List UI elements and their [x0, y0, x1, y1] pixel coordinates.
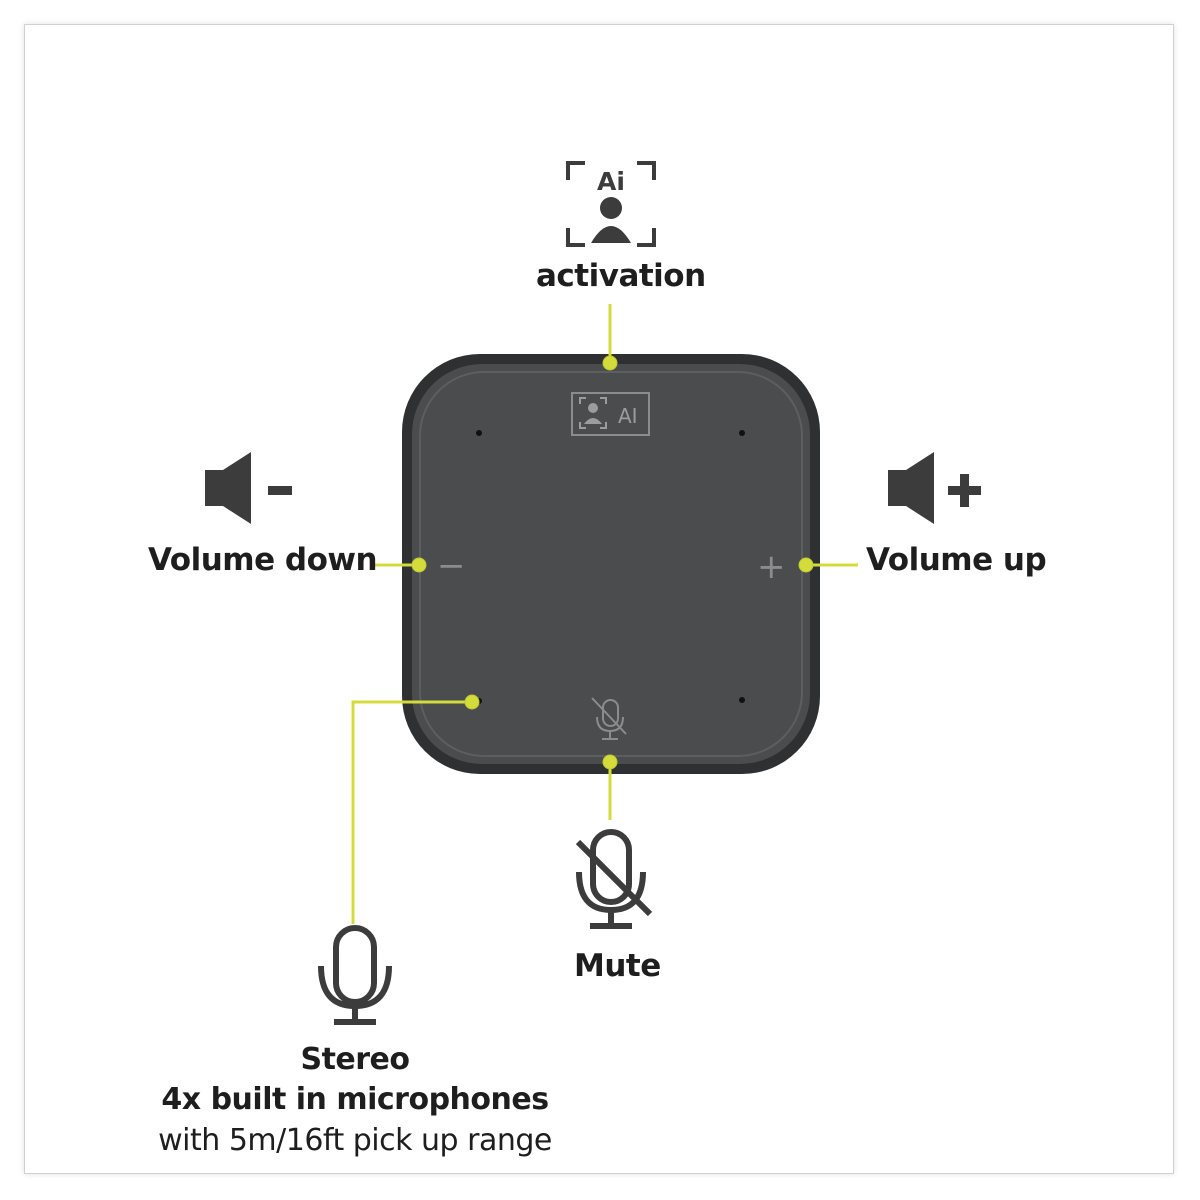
device-face — [412, 364, 810, 764]
mic-hole — [739, 697, 745, 703]
device-ai-button[interactable]: AI — [571, 392, 650, 436]
mic-hole — [476, 430, 482, 436]
microphones-label-line1: Stereo — [300, 1042, 410, 1077]
volume-down-label: Volume down — [148, 542, 378, 578]
device-volume-down-button[interactable]: − — [437, 546, 466, 586]
ai-icon-text: Ai — [597, 167, 625, 196]
mute-icon — [575, 829, 653, 929]
speakerphone-device: AI − + — [402, 354, 820, 774]
device-volume-up-button[interactable]: + — [757, 547, 786, 587]
ai-person-icon — [579, 397, 607, 429]
microphone-icon — [318, 925, 392, 1025]
ai-person-head — [588, 403, 598, 413]
mute-label: Mute — [574, 948, 661, 984]
volume-up-label: Volume up — [866, 542, 1047, 578]
ai-person-body — [584, 418, 602, 424]
ai-activation-icon: Ai — [566, 161, 656, 247]
microphones-label-line3: with 5m/16ft pick up range — [158, 1123, 552, 1158]
volume-up-icon — [888, 452, 981, 524]
activation-label: activation — [536, 258, 706, 294]
volume-down-icon — [205, 452, 292, 524]
leader-lines — [351, 304, 858, 924]
mic-hole — [739, 430, 745, 436]
leader-microphones — [351, 700, 472, 924]
leader-dots — [411, 355, 814, 770]
microphones-label-line2: 4x built in microphones — [161, 1082, 549, 1117]
device-ai-text: AI — [618, 404, 638, 428]
microphones-label: Stereo 4x built in microphones with 5m/1… — [100, 1040, 610, 1162]
device-mute-button[interactable] — [591, 697, 627, 740]
